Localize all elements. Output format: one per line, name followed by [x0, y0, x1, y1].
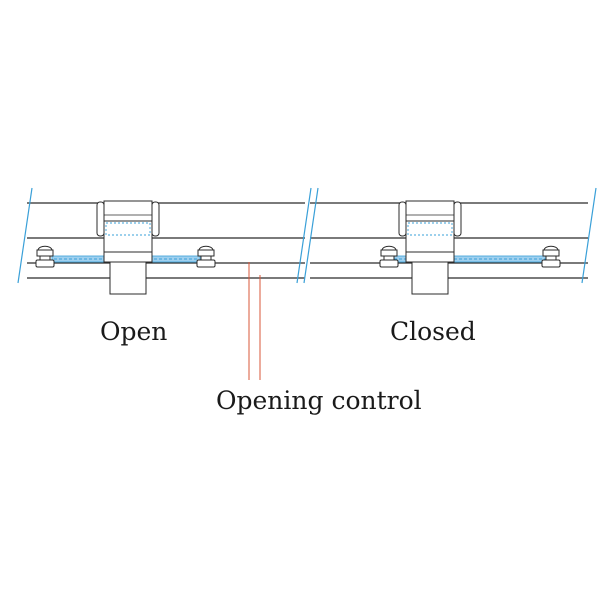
label-opening-control: Opening control: [216, 386, 422, 415]
left-edge-line: [17, 187, 33, 284]
knob-left: [35, 245, 55, 268]
right-edge-line: [296, 187, 312, 284]
closed-assembly: [303, 187, 597, 295]
vent-pipe: [398, 200, 462, 295]
vent-pipe: [96, 200, 160, 295]
label-closed: Closed: [390, 317, 476, 346]
left-edge-line: [303, 187, 319, 284]
open-assembly: [17, 187, 312, 295]
label-open: Open: [100, 317, 167, 346]
right-edge-line: [581, 187, 597, 284]
